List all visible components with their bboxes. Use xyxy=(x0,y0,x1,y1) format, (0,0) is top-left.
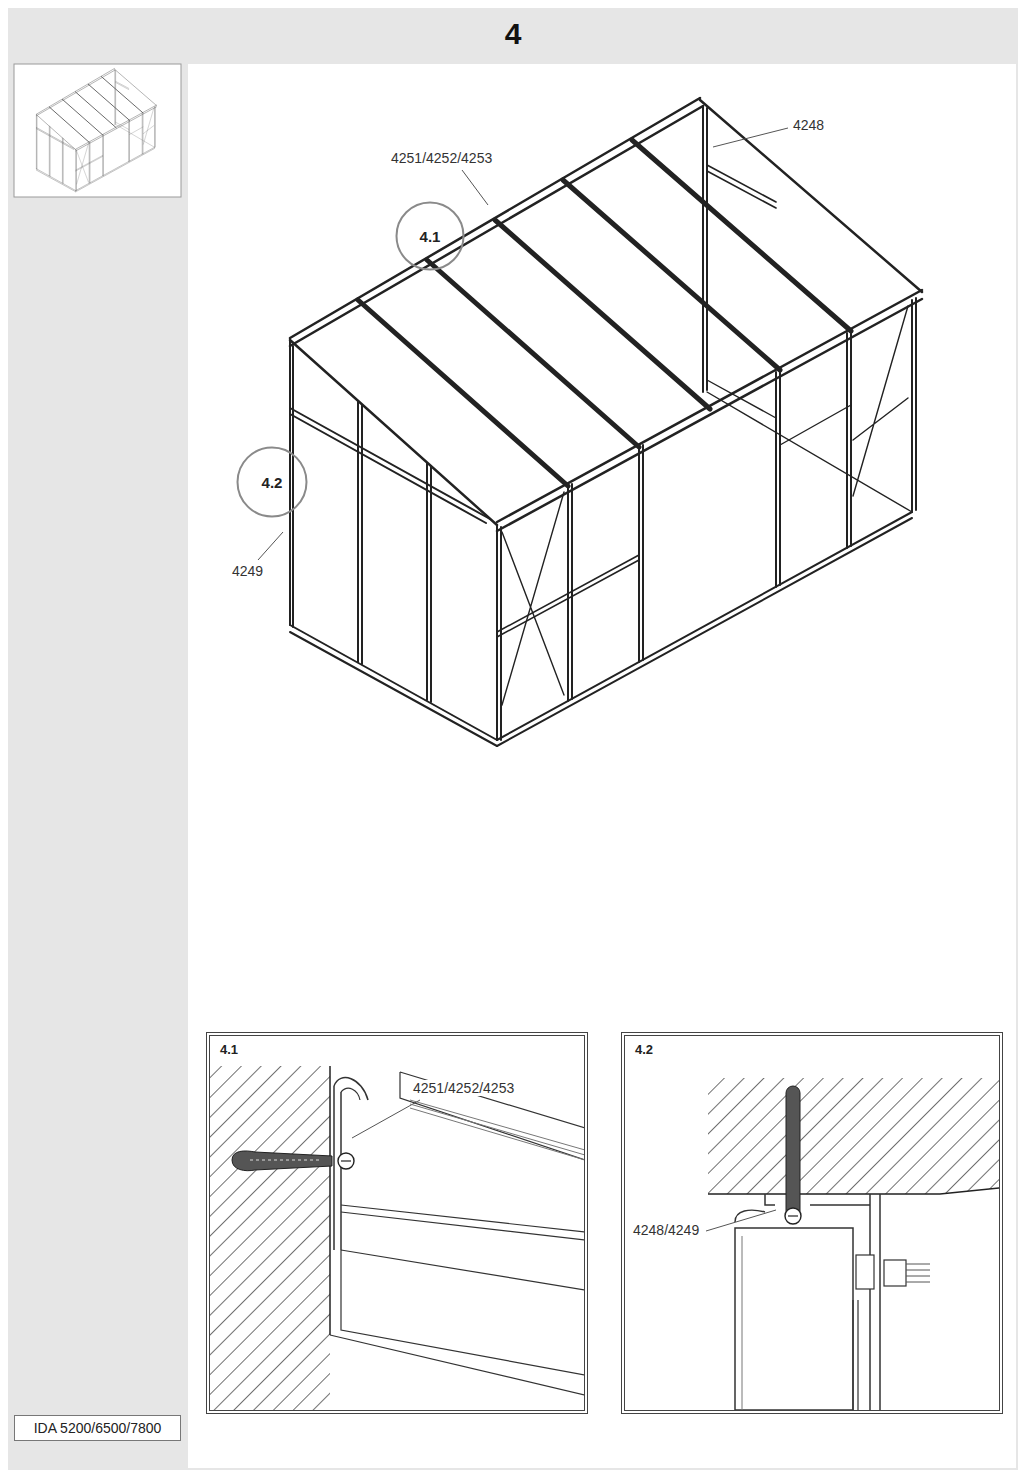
greenhouse-drawing-part xyxy=(707,380,776,418)
model-name: IDA 5200/6500/7800 xyxy=(34,1420,162,1436)
page-frame xyxy=(8,8,1018,1470)
detail-4-2-drawing-part xyxy=(786,1086,800,1218)
part-number: 4251/4252/4253 xyxy=(390,150,493,166)
detail-4-1-drawing-part xyxy=(329,1066,331,1335)
greenhouse-drawing-part xyxy=(290,408,490,523)
detail-4-1-drawing-part xyxy=(410,1100,584,1160)
leader-lines-part xyxy=(258,532,283,560)
detail-4-2-drawing-part xyxy=(742,1236,743,1410)
greenhouse-drawing-part xyxy=(912,298,916,512)
detail-4-2-drawing-part xyxy=(853,1300,858,1410)
detail-4-1-drawing-part xyxy=(250,1160,320,1161)
thumbnail-greenhouse xyxy=(36,69,156,192)
greenhouse-drawing-part xyxy=(847,331,851,548)
greenhouse-drawing-part xyxy=(497,555,639,637)
detail-4-1-drawing-part xyxy=(341,1088,360,1100)
detail-number: 4.1 xyxy=(418,228,443,245)
greenhouse-drawing-part xyxy=(639,445,643,662)
greenhouse-drawing xyxy=(290,98,922,746)
detail-4-2-drawing-part xyxy=(856,1255,874,1289)
detail-4-2-drawing-part xyxy=(884,1260,906,1286)
detail-number: 4.2 xyxy=(633,1042,655,1057)
detail-4-2-drawing-part xyxy=(785,1208,801,1224)
greenhouse-drawing-part xyxy=(502,492,564,705)
leader-lines-part xyxy=(352,1100,420,1138)
greenhouse-drawing-part xyxy=(707,165,776,208)
greenhouse-drawing-part xyxy=(290,340,293,627)
detail-number: 4.1 xyxy=(218,1042,240,1057)
greenhouse-drawing-part xyxy=(776,370,780,587)
detail-4-1-drawing-part xyxy=(232,1151,332,1171)
callout-circle-ring xyxy=(238,448,307,517)
greenhouse-drawing-part xyxy=(703,106,707,392)
detail-4-1-drawing-part xyxy=(334,1086,341,1250)
detail-callout-circle: 4.1 xyxy=(395,201,465,271)
part-number: 4248 xyxy=(792,117,825,133)
detail-4-1-drawing-part xyxy=(341,1250,584,1375)
detail-4-2-drawing-part xyxy=(788,1215,798,1216)
callout-circle-ring xyxy=(397,203,464,270)
detail-4-1-drawing xyxy=(210,1066,584,1410)
greenhouse-drawing-part xyxy=(358,140,851,486)
detail-4-1-drawing-part xyxy=(330,1335,584,1395)
detail-number: 4.2 xyxy=(260,474,285,491)
detail-4-2-drawing-part xyxy=(765,1194,880,1410)
detail-4-2-drawing xyxy=(708,1078,999,1410)
detail-4-2-drawing-part xyxy=(708,1188,999,1194)
detail-callout-circle: 4.2 xyxy=(236,446,308,518)
detail-panel: 4.1 xyxy=(206,1032,588,1414)
detail-4-1-drawing-part xyxy=(341,1205,584,1240)
greenhouse-drawing-part xyxy=(780,405,851,445)
greenhouse-drawing-part xyxy=(358,401,362,664)
greenhouse-drawing-part xyxy=(290,625,497,746)
model-box: IDA 5200/6500/7800 xyxy=(14,1415,181,1441)
detail-4-2-drawing-part xyxy=(906,1264,930,1282)
part-number: 4249 xyxy=(231,563,264,579)
leader-lines-part xyxy=(713,128,788,147)
detail-4-2-drawing-part xyxy=(708,1078,999,1194)
thumbnail-frame xyxy=(14,64,181,197)
detail-4-1-drawing-part xyxy=(400,1072,584,1235)
step-number: 4 xyxy=(8,14,1018,54)
part-number: 4248/4249 xyxy=(632,1222,700,1238)
greenhouse-drawing-part xyxy=(497,512,912,746)
greenhouse-drawing-part xyxy=(290,100,922,525)
detail-4-1-drawing-part xyxy=(338,1153,354,1169)
detail-4-1-drawing-part xyxy=(210,1066,330,1410)
part-number: 4251/4252/4253 xyxy=(412,1080,515,1096)
leader-lines-part xyxy=(462,170,488,205)
detail-4-1-drawing-part xyxy=(341,1160,351,1161)
greenhouse-drawing-part xyxy=(707,392,912,512)
detail-4-1-drawing-part xyxy=(334,1078,368,1100)
content-area xyxy=(188,64,1016,1468)
greenhouse-drawing-part xyxy=(853,306,908,496)
greenhouse-drawing-part xyxy=(427,463,431,702)
detail-4-2-drawing-part xyxy=(735,1210,765,1222)
leader-lines xyxy=(258,128,788,1231)
detail-4-2-drawing-part xyxy=(735,1228,853,1410)
